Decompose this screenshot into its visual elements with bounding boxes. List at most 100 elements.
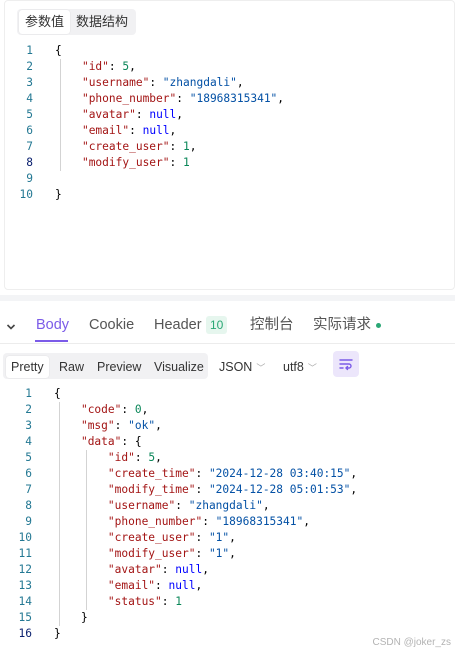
indent-guide <box>59 402 60 626</box>
code-token: , <box>202 563 209 576</box>
code-token: : <box>155 579 169 592</box>
code-text: "id": 5, <box>54 450 162 466</box>
code-token: null <box>149 108 177 121</box>
code-token: , <box>350 483 358 496</box>
code-text: "phone_number": "18968315341", <box>55 91 284 107</box>
code-token: "2024-12-28 03:40:15" <box>208 467 351 480</box>
code-token: "1" <box>208 547 230 560</box>
code-text: } <box>54 626 61 642</box>
line-number: 1 <box>26 44 33 57</box>
line-number: 7 <box>26 140 33 153</box>
code-token: "avatar" <box>107 563 162 576</box>
tab-console[interactable]: 控制台 <box>250 317 294 333</box>
code-token: : <box>195 531 209 544</box>
code-token: , <box>155 419 162 432</box>
status-dot <box>376 323 381 328</box>
code-text: "modify_user": "1", <box>54 546 236 562</box>
chevron-down-icon: ﹀ <box>256 363 266 373</box>
code-token <box>54 531 108 544</box>
code-token: "18968315341" <box>189 92 278 105</box>
tab-header[interactable]: Header <box>154 317 202 333</box>
tab-data-structure[interactable]: 数据结构 <box>76 14 129 29</box>
code-token: 1 <box>183 156 190 169</box>
code-token: , <box>155 451 162 464</box>
code-token: "id" <box>81 60 109 73</box>
view-pretty[interactable]: Pretty <box>6 356 49 378</box>
view-preview[interactable]: Preview <box>97 360 142 374</box>
code-token: "modify_time" <box>107 483 196 496</box>
code-text: "msg": "ok", <box>54 418 162 434</box>
line-number: 5 <box>25 451 32 464</box>
code-token <box>54 547 108 560</box>
code-token: 5 <box>122 60 130 73</box>
line-number: 9 <box>26 172 33 185</box>
code-token: "msg" <box>80 419 115 432</box>
line-number: 16 <box>18 627 32 640</box>
response-body-editor[interactable]: 1{2 "code": 0,3 "msg": "ok",4 "data": {5… <box>0 386 455 646</box>
panel-separator <box>0 295 455 301</box>
code-token: , <box>169 124 177 137</box>
code-token: "code" <box>80 403 122 416</box>
params-code-editor[interactable]: 1{2 "id": 5,3 "username": "zhangdali",4 … <box>5 43 445 283</box>
wrap-lines-icon <box>339 357 353 371</box>
indent-guide <box>86 450 87 610</box>
code-token: : <box>129 124 143 137</box>
tab-body[interactable]: Body <box>36 317 70 333</box>
params-panel: 参数值 数据结构 1{2 "id": 5,3 "username": "zhan… <box>4 0 455 290</box>
code-token: : <box>149 76 163 89</box>
code-text: "modify_time": "2024-12-28 05:01:53", <box>54 482 357 498</box>
code-token: "email" <box>81 124 130 137</box>
code-token: "ok" <box>128 419 156 432</box>
wrap-lines-button[interactable] <box>333 351 359 377</box>
view-visualize[interactable]: Visualize <box>154 360 204 374</box>
response-toolbar: Pretty Raw Preview Visualize JSON﹀ utf8﹀ <box>0 351 455 381</box>
code-token <box>54 451 108 464</box>
code-token: , <box>176 108 184 121</box>
tab-actual-request[interactable]: 实际请求 <box>313 317 371 333</box>
code-token <box>54 467 108 480</box>
code-token <box>54 515 108 528</box>
line-number: 10 <box>19 188 33 201</box>
format-select[interactable]: JSON﹀ <box>219 359 265 376</box>
code-token: "username" <box>81 76 150 89</box>
code-token: , <box>303 515 310 528</box>
encoding-select[interactable]: utf8﹀ <box>283 359 317 376</box>
code-token: "zhangdali" <box>162 76 237 89</box>
code-token: : <box>195 547 209 560</box>
code-text: "data": { <box>54 434 142 450</box>
divider <box>0 343 455 344</box>
code-text: "id": 5, <box>55 59 136 75</box>
code-text: "status": 1 <box>54 594 182 610</box>
chevron-down-icon: ﹀ <box>307 363 317 373</box>
code-token: 1 <box>183 140 190 153</box>
code-token <box>54 483 108 496</box>
code-text: "avatar": null, <box>54 562 209 578</box>
tab-cookie[interactable]: Cookie <box>89 317 135 333</box>
code-token: , <box>236 76 244 89</box>
code-token: "phone_number" <box>107 515 203 528</box>
chevron-down-icon[interactable] <box>6 319 16 330</box>
code-token <box>54 579 108 592</box>
line-number: 1 <box>25 387 32 400</box>
code-token: 0 <box>134 403 142 416</box>
code-token: , <box>350 467 358 480</box>
code-token <box>54 563 108 576</box>
code-token: "username" <box>107 499 176 512</box>
code-token: : <box>135 108 150 121</box>
code-text: "username": "zhangdali", <box>54 498 270 514</box>
code-token: "avatar" <box>81 108 136 121</box>
code-token: , <box>262 499 270 512</box>
view-raw[interactable]: Raw <box>59 360 85 374</box>
code-text: { <box>55 43 62 59</box>
line-number: 2 <box>25 403 32 416</box>
code-token: , <box>195 579 203 592</box>
code-token: null <box>142 124 170 137</box>
line-number: 5 <box>26 108 33 121</box>
code-token: : <box>175 499 189 512</box>
tab-param-values[interactable]: 参数值 <box>19 10 71 34</box>
line-number: 4 <box>26 92 33 105</box>
code-token: : <box>108 60 123 73</box>
line-number: 14 <box>18 595 32 608</box>
line-number: 2 <box>26 60 33 73</box>
code-token: : <box>202 515 216 528</box>
